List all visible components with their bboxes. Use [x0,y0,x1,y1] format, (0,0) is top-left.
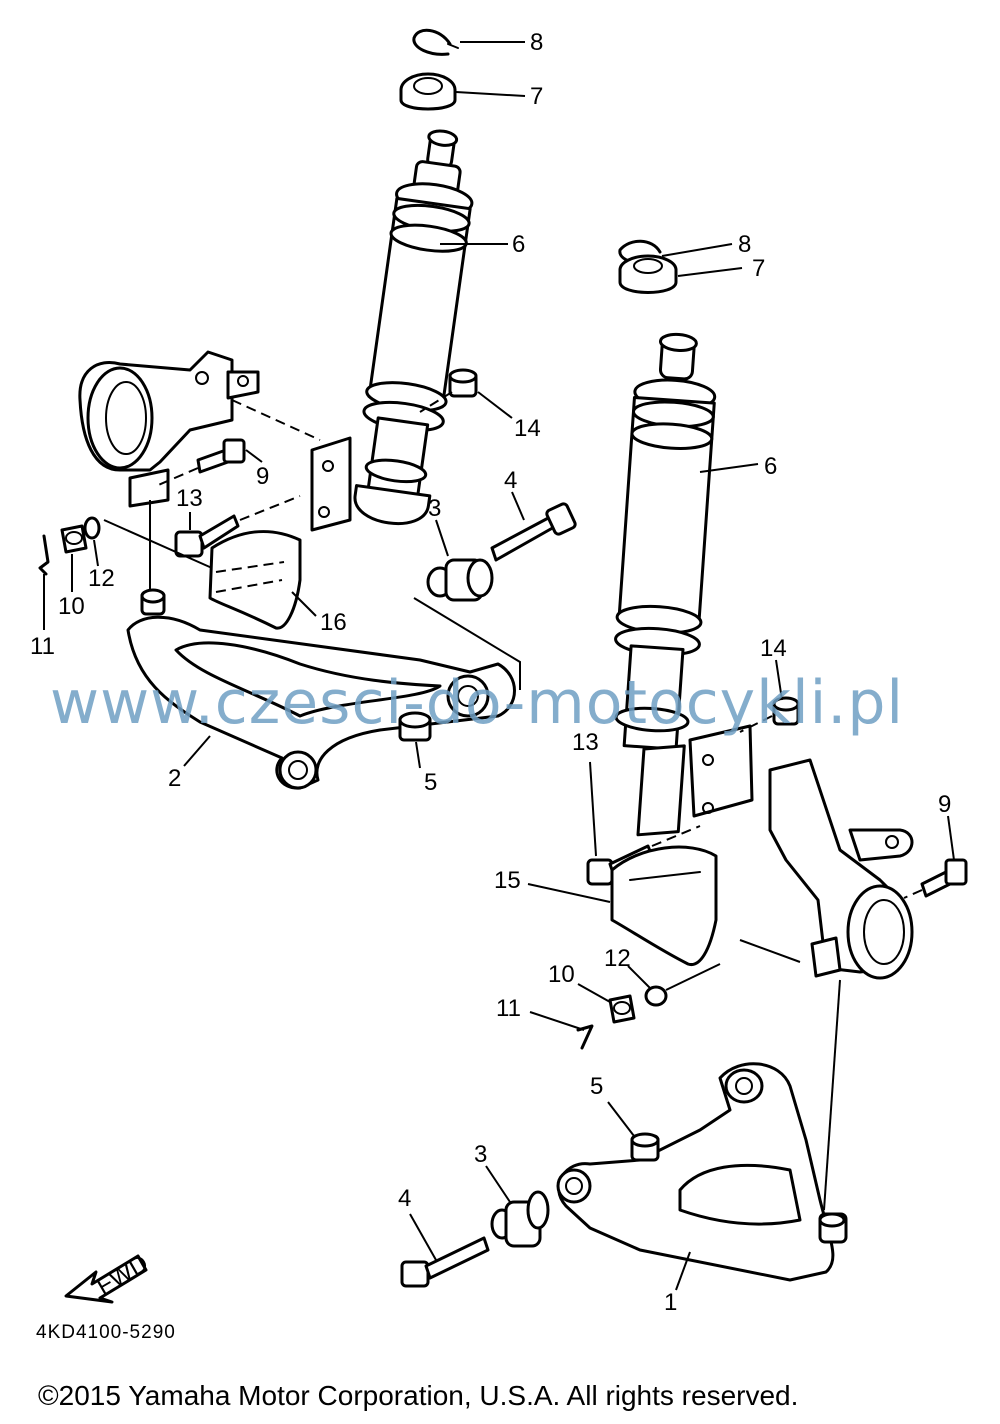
nut-14-right [772,696,800,726]
leader-right-5 [607,1101,635,1137]
leader-right-15 [527,883,611,903]
spring-seat-nut-right [618,254,678,294]
washer-12-left [83,516,101,540]
leader-left-7 [455,91,526,97]
leader-left-12 [93,539,99,567]
leader-right-6 [699,463,759,473]
bolt-9-left [196,438,246,474]
protector-cover-15-right [610,845,718,966]
callout-left-2: 2 [168,765,181,792]
callout-left-14: 14 [514,415,541,442]
suspension-arm-1-right [556,1062,848,1282]
callout-right-1: 1 [664,1289,677,1316]
callout-left-7: 7 [530,83,543,110]
leader-right-11 [529,1011,585,1031]
protector-cover-16-left [208,530,302,630]
callout-left-10: 10 [58,593,85,620]
bushing-3-right [490,1190,550,1248]
leader-left-2 [183,735,211,767]
leader-right-13 [589,761,597,857]
suspension-arm-2-left [126,588,516,790]
leader-right-7 [677,267,743,277]
callout-left-3: 3 [428,495,441,522]
spring-seat-nut-left [399,72,457,111]
leader-left-5 [415,741,421,769]
callout-right-10: 10 [548,961,575,988]
callout-left-4: 4 [504,467,517,494]
website-watermark: www.czesci-do-motocykli.pl [50,668,905,738]
callout-right-11: 11 [496,995,521,1022]
leader-left-3 [435,519,449,557]
callout-left-11: 11 [30,633,55,660]
callout-left-12: 12 [88,565,115,592]
nut-5-right [630,1132,660,1162]
steering-knuckle-left [78,350,260,508]
leader-right-10 [577,983,611,1003]
leader-left-14 [477,391,513,419]
castle-nut-10-right [608,994,636,1024]
steering-knuckle-right [768,758,914,980]
leader-right-8 [661,243,733,257]
leader-right-3 [485,1165,511,1203]
callout-right-6: 6 [764,453,777,480]
circlip-left [412,28,459,56]
shock-absorber-right [614,332,717,837]
leader-right-12 [627,965,651,989]
callout-left-13: 13 [176,485,203,512]
callout-right-13: 13 [572,729,599,756]
shock-lower-bracket-left [310,436,352,532]
leader-right-14 [775,659,783,701]
washer-12-right [644,985,668,1007]
callout-left-16: 16 [320,609,347,636]
bolt-4-right [400,1236,490,1288]
bolt-13-left [174,514,240,558]
drawing-code: 4KD4100-5290 [36,1322,176,1343]
callout-left-5: 5 [424,769,437,796]
callout-right-4: 4 [398,1185,411,1212]
leader-right-4 [409,1213,437,1261]
callout-right-7: 7 [752,255,765,282]
callout-right-8: 8 [738,231,751,258]
callout-right-12: 12 [604,945,631,972]
forward-direction-arrow: FWD [64,1250,153,1304]
cotter-pin-11-left [38,534,50,576]
leader-right-1 [675,1251,691,1291]
leader-left-16 [291,591,317,617]
leader-left-4 [511,491,525,521]
leader-left-9 [245,449,263,463]
leader-right-9 [947,815,955,861]
nut-14-left [448,368,478,398]
bolt-4-left [490,502,577,562]
copyright-notice: ©2015 Yamaha Motor Corporation, U.S.A. A… [38,1380,799,1411]
callout-right-3: 3 [474,1141,487,1168]
shock-lower-bracket-right [688,724,754,818]
callout-left-9: 9 [256,463,269,490]
callout-right-9: 9 [938,791,951,818]
callout-right-14: 14 [760,635,787,662]
shock-absorber-left [353,129,474,526]
bushing-3-left [426,558,494,602]
castle-nut-10-left [60,524,88,554]
fwd-label: FWD [92,1250,153,1301]
callout-right-5: 5 [590,1073,603,1100]
callout-right-15: 15 [494,867,521,894]
bolt-9-right [920,858,968,898]
callout-left-6: 6 [512,231,525,258]
nut-5-left [398,711,432,742]
callout-left-8: 8 [530,29,543,56]
